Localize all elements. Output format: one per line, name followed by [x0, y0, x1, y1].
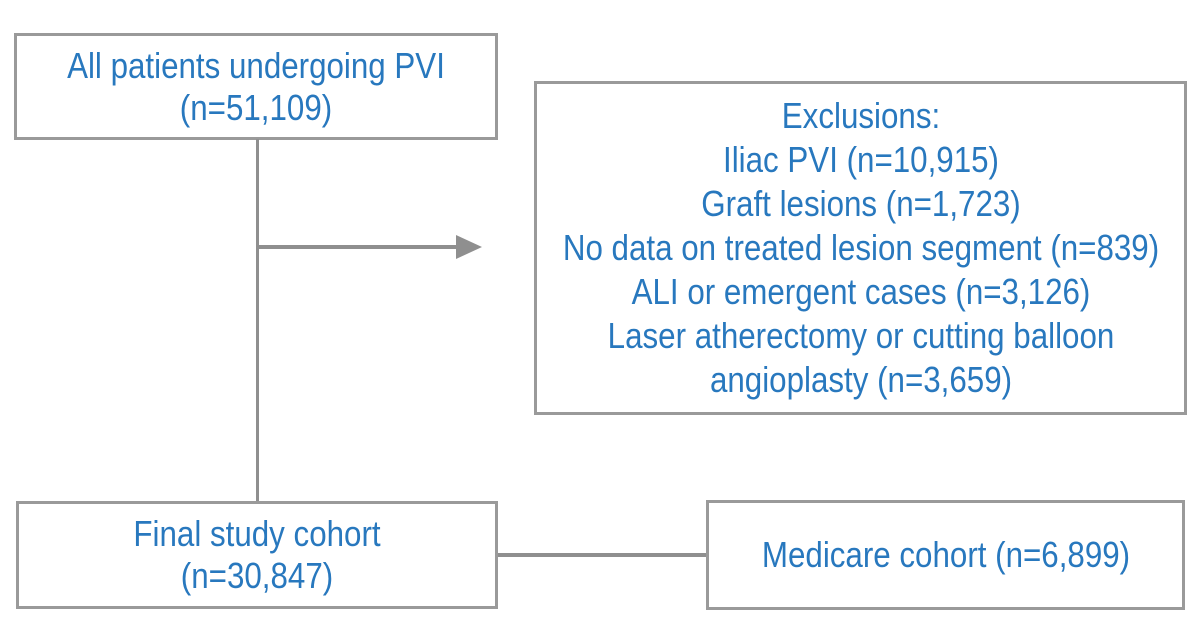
exclusion-item: ALI or emergent cases (n=3,126) [631, 271, 1090, 312]
exclusion-item: No data on treated lesion segment (n=839… [562, 227, 1159, 268]
medicare-cohort-text: Medicare cohort (n=6,899) [706, 534, 1185, 576]
all-patients-count: (n=51,109) [179, 86, 333, 128]
final-cohort-label: Final study cohort [133, 513, 381, 554]
exclusion-item: Graft lesions (n=1,723) [700, 183, 1021, 224]
final-cohort-box: Final study cohort (n=30,847) [16, 501, 498, 609]
exclusions-arrowhead-icon [456, 235, 482, 259]
exclusion-item: Laser atherectomy or cutting balloon ang… [607, 315, 1114, 400]
all-patients-box: All patients undergoing PVI (n=51,109) [14, 33, 498, 140]
exclusions-box: Exclusions: Iliac PVI (n=10,915) Graft l… [534, 81, 1187, 415]
final-cohort-text: Final study cohort (n=30,847) [22, 513, 492, 597]
exclusions-arrow [258, 245, 458, 249]
all-patients-text: All patients undergoing PVI (n=51,109) [21, 45, 491, 129]
final-cohort-count: (n=30,847) [180, 555, 334, 596]
exclusions-text: Exclusions: Iliac PVI (n=10,915) Graft l… [539, 94, 1183, 402]
connector-line-vertical [256, 139, 259, 502]
exclusion-item: Iliac PVI (n=10,915) [722, 139, 999, 180]
medicare-cohort-label: Medicare cohort (n=6,899) [761, 534, 1130, 575]
medicare-cohort-box: Medicare cohort (n=6,899) [706, 500, 1185, 610]
exclusions-title: Exclusions: [781, 95, 940, 136]
all-patients-label: All patients undergoing PVI [67, 44, 445, 86]
connector-line-medicare [497, 553, 707, 557]
